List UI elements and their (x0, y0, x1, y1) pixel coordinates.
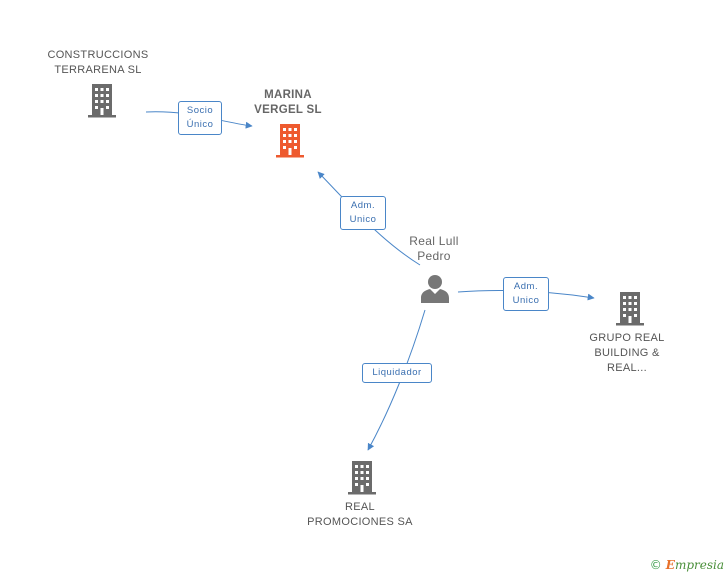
node-label-line: Pedro (417, 249, 451, 263)
node-label-promociones[interactable]: REAL PROMOCIONES SA (300, 500, 420, 530)
building-icon[interactable] (348, 461, 376, 495)
edge-label-line: Adm. (513, 281, 539, 292)
edge-label-adm-marina[interactable]: Adm. Unico (340, 196, 386, 230)
node-label-line: VERGEL SL (254, 104, 322, 116)
building-icon[interactable] (616, 292, 644, 326)
copyright-icon: © (649, 558, 662, 572)
edge-label-socio-unico[interactable]: Socio Único (178, 101, 222, 135)
node-label-line: MARINA (264, 89, 312, 101)
edge-label-line: Único (186, 119, 214, 130)
edge-label-line: Liquidador (372, 367, 422, 378)
node-label-line: Real Lull (409, 234, 459, 248)
building-icon-focus[interactable] (276, 124, 304, 158)
edge-label-line: Unico (512, 295, 540, 306)
node-label-line: TERRARENA SL (54, 64, 142, 76)
brand-initial: E (665, 558, 675, 572)
person-icon[interactable] (421, 275, 449, 303)
building-icon[interactable] (86, 84, 118, 118)
edge-label-line: Adm. (350, 200, 376, 211)
node-label-line: REAL... (606, 362, 647, 374)
node-label-line: GRUPO REAL (589, 332, 665, 344)
node-label-line: PROMOCIONES SA (307, 516, 413, 528)
node-label-line: BUILDING & (594, 347, 660, 359)
node-label-line: CONSTRUCCIONS (47, 49, 149, 61)
node-label-line: REAL (345, 501, 375, 513)
edge-label-line: Unico (349, 214, 377, 225)
node-label-construccions[interactable]: CONSTRUCCIONS TERRARENA SL (38, 48, 158, 78)
edge-label-line: Socio (186, 105, 214, 116)
brand-name: mpresia (674, 558, 724, 572)
node-label-marina[interactable]: MARINA VERGEL SL (236, 88, 340, 118)
edge-label-liquidador[interactable]: Liquidador (362, 363, 432, 383)
node-label-grupo[interactable]: GRUPO REAL BUILDING & REAL... (574, 331, 680, 376)
empresia-logo: ©Empresia (650, 558, 724, 572)
node-label-person[interactable]: Real Lull Pedro (396, 234, 472, 264)
edge-label-adm-grupo[interactable]: Adm. Unico (503, 277, 549, 311)
edge-liquidador (367, 309, 426, 451)
